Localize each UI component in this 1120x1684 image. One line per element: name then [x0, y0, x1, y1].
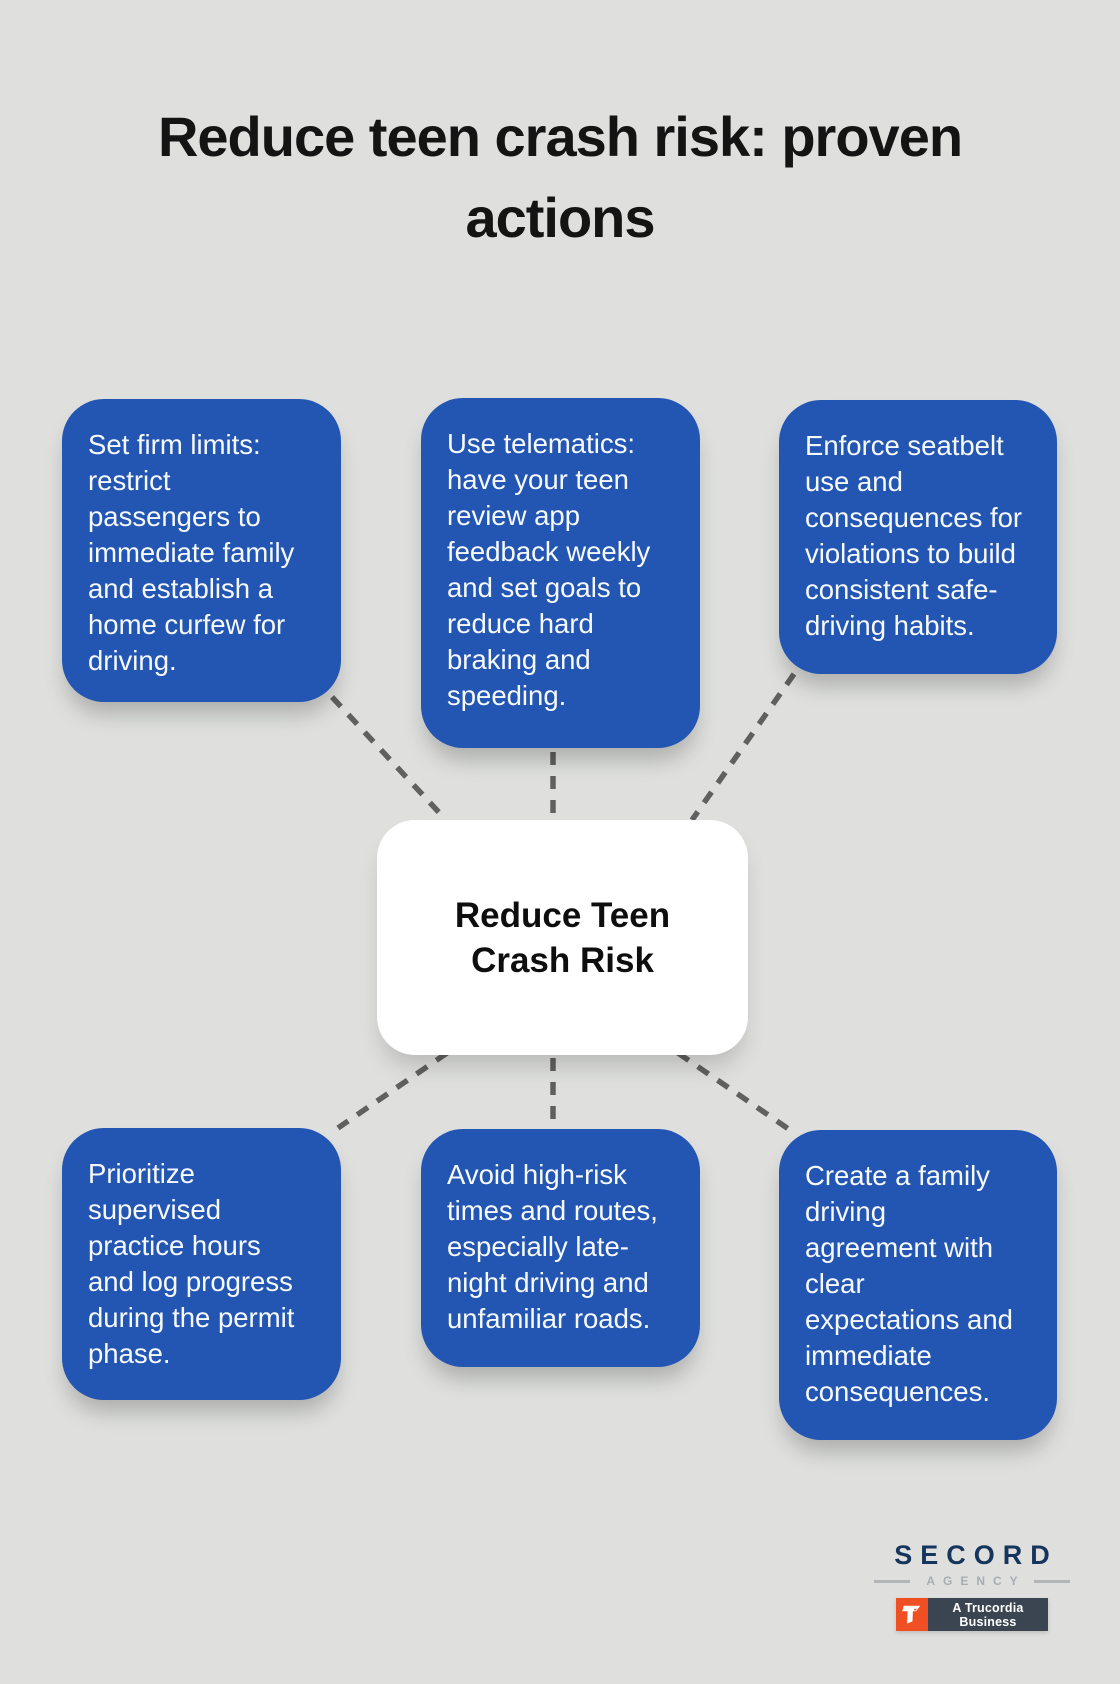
- action-card-top-right: Enforce seatbelt use and consequences fo…: [779, 400, 1057, 674]
- action-card-bottom-middle: Avoid high-risk times and routes, especi…: [421, 1129, 700, 1367]
- action-card-bottom-left: Prioritize supervised practice hours and…: [62, 1128, 341, 1400]
- brand-agency-label: AGENCY: [926, 1574, 1026, 1588]
- page-title: Reduce teen crash risk: proven actions: [157, 105, 963, 250]
- center-node: Reduce Teen Crash Risk: [377, 820, 748, 1055]
- trucordia-t-icon: [896, 1598, 928, 1631]
- connector-bottom-left: [336, 1050, 449, 1131]
- trucordia-badge-label: A Trucordia Business: [928, 1598, 1048, 1631]
- action-card-top-left: Set firm limits: restrict passengers to …: [62, 399, 341, 702]
- footer-brand: SECORD AGENCY A Trucordia Business: [862, 1540, 1082, 1631]
- brand-secord-logo: SECORD: [894, 1540, 1058, 1570]
- action-card-top-middle: Use telematics: have your teen review ap…: [421, 398, 700, 748]
- brand-agency-row: AGENCY: [862, 1574, 1082, 1588]
- connector-top-right: [689, 672, 797, 822]
- center-node-label: Reduce Teen Crash Risk: [454, 895, 671, 980]
- agency-left-rule: [874, 1579, 911, 1583]
- connector-bottom-right: [676, 1050, 792, 1133]
- trucordia-badge: A Trucordia Business: [896, 1598, 1048, 1631]
- agency-right-rule: [1033, 1579, 1070, 1583]
- action-card-bottom-right: Create a family driving agreement with c…: [779, 1130, 1057, 1440]
- connector-top-left: [329, 695, 449, 822]
